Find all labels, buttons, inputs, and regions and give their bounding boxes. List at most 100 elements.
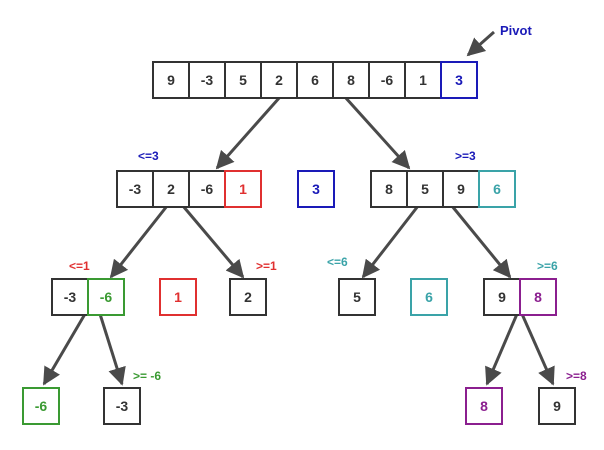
array-cell-box xyxy=(296,61,334,99)
array-cell-value: 2 xyxy=(167,181,175,197)
partition-label-ge-3: >=3 xyxy=(455,149,476,163)
single-cell-value: -3 xyxy=(116,398,129,414)
single-cell-value: 6 xyxy=(425,289,433,305)
array-cell-box xyxy=(152,61,190,99)
array-cell-box xyxy=(483,278,521,316)
array-cell: 2 xyxy=(152,170,190,208)
cell-neg3-l3: -3 xyxy=(103,387,141,425)
partition-label-le-1: <=1 xyxy=(69,259,90,273)
single-cell: 8 xyxy=(465,387,503,425)
single-cell-box xyxy=(538,387,576,425)
array-cell-box xyxy=(224,61,262,99)
single-cell-box xyxy=(22,387,60,425)
partition-label-le-3: <=3 xyxy=(138,149,159,163)
tree-arrows xyxy=(42,95,555,386)
subarray-left-l1: -3 2 -6 1 xyxy=(116,170,262,208)
array-cell-value: 6 xyxy=(311,72,319,88)
single-cell-box xyxy=(338,278,376,316)
pivot-cell-box xyxy=(87,278,125,316)
single-cell: 5 xyxy=(338,278,376,316)
array-cell: 9 xyxy=(483,278,521,316)
single-cell-value: 1 xyxy=(174,289,182,305)
cell-5-l2: 5 xyxy=(338,278,376,316)
array-cell: 5 xyxy=(406,170,444,208)
pivot-cell-box xyxy=(440,61,478,99)
pivot-cell-3-l1: 3 xyxy=(297,170,335,208)
pivot-arrow xyxy=(466,30,495,57)
pivot-cell-box xyxy=(478,170,516,208)
arrow-l1right-d xyxy=(361,205,420,279)
single-cell-value: 9 xyxy=(553,398,561,414)
pivot-cell-box xyxy=(519,278,557,316)
single-cell-box xyxy=(465,387,503,425)
array-cell: -3 xyxy=(51,278,89,316)
pivot-cell-value: 6 xyxy=(493,181,501,197)
arrow-root-right xyxy=(343,95,411,170)
array-cell: -3 xyxy=(188,61,226,99)
single-cell: 9 xyxy=(538,387,576,425)
array-cell-value: -3 xyxy=(64,289,77,305)
array-cell: 5 xyxy=(224,61,262,99)
pivot-cell-1-l2: 1 xyxy=(159,278,197,316)
subarray-l2a: -3 -6 xyxy=(51,278,125,316)
array-cell: 9 xyxy=(442,170,480,208)
single-cell: -6 xyxy=(22,387,60,425)
cell-2-l2: 2 xyxy=(229,278,267,316)
pivot-cell-neg6-l3: -6 xyxy=(22,387,60,425)
pivot-cell: 1 xyxy=(224,170,262,208)
array-cell-box xyxy=(368,61,406,99)
pivot-cell: 3 xyxy=(440,61,478,99)
single-cell: -3 xyxy=(103,387,141,425)
array-cell: 8 xyxy=(332,61,370,99)
array-cell-value: 5 xyxy=(421,181,429,197)
single-cell-value: -6 xyxy=(35,398,48,414)
array-cell-value: -6 xyxy=(381,72,394,88)
subarray-right-l1: 8 5 9 6 xyxy=(370,170,516,208)
pivot-label: Pivot xyxy=(500,23,532,38)
partition-label-ge-6: >=6 xyxy=(537,259,558,273)
array-cell-box xyxy=(404,61,442,99)
array-cell-box xyxy=(188,61,226,99)
array-cell-value: 8 xyxy=(385,181,393,197)
single-cell-value: 5 xyxy=(353,289,361,305)
arrow-l1left-a xyxy=(109,205,169,279)
partition-label-ge-8: >=8 xyxy=(566,369,587,383)
single-cell: 2 xyxy=(229,278,267,316)
array-cell-box xyxy=(188,170,226,208)
arrow-l2a-l3b xyxy=(98,313,126,386)
array-cell-value: 9 xyxy=(457,181,465,197)
single-cell: 3 xyxy=(297,170,335,208)
array-cell: 6 xyxy=(296,61,334,99)
pivot-cell-value: 1 xyxy=(239,181,247,197)
pivot-cell: -6 xyxy=(87,278,125,316)
array-cell-value: 8 xyxy=(347,72,355,88)
partition-label-le-6: <=6 xyxy=(327,255,348,269)
single-cell: 6 xyxy=(410,278,448,316)
single-cell-value: 8 xyxy=(480,398,488,414)
array-cell: -6 xyxy=(188,170,226,208)
array-cell-box xyxy=(51,278,89,316)
partition-label-ge-neg6: >= -6 xyxy=(133,369,161,383)
single-cell-value: 3 xyxy=(312,181,320,197)
array-cell-value: -3 xyxy=(201,72,214,88)
arrow-l1left-c xyxy=(181,205,245,279)
array-cell-value: 2 xyxy=(275,72,283,88)
pivot-cell: 8 xyxy=(519,278,557,316)
pivot-cell-value: 8 xyxy=(534,289,542,305)
array-cell: 1 xyxy=(404,61,442,99)
arrow-root-left xyxy=(215,96,282,170)
arrow-l2a-l3a xyxy=(42,313,87,386)
single-cell-box xyxy=(229,278,267,316)
arrow-l1right-f xyxy=(450,205,512,279)
array-cell-value: 1 xyxy=(419,72,427,88)
array-cell-value: -3 xyxy=(129,181,142,197)
arrow-l2f-l3c xyxy=(485,313,519,386)
arrow-l2f-l3d xyxy=(520,313,555,386)
pivot-cell-value: 3 xyxy=(455,72,463,88)
array-cell-box xyxy=(116,170,154,208)
array-cell-box xyxy=(406,170,444,208)
pivot-cell-8-l3: 8 xyxy=(465,387,503,425)
